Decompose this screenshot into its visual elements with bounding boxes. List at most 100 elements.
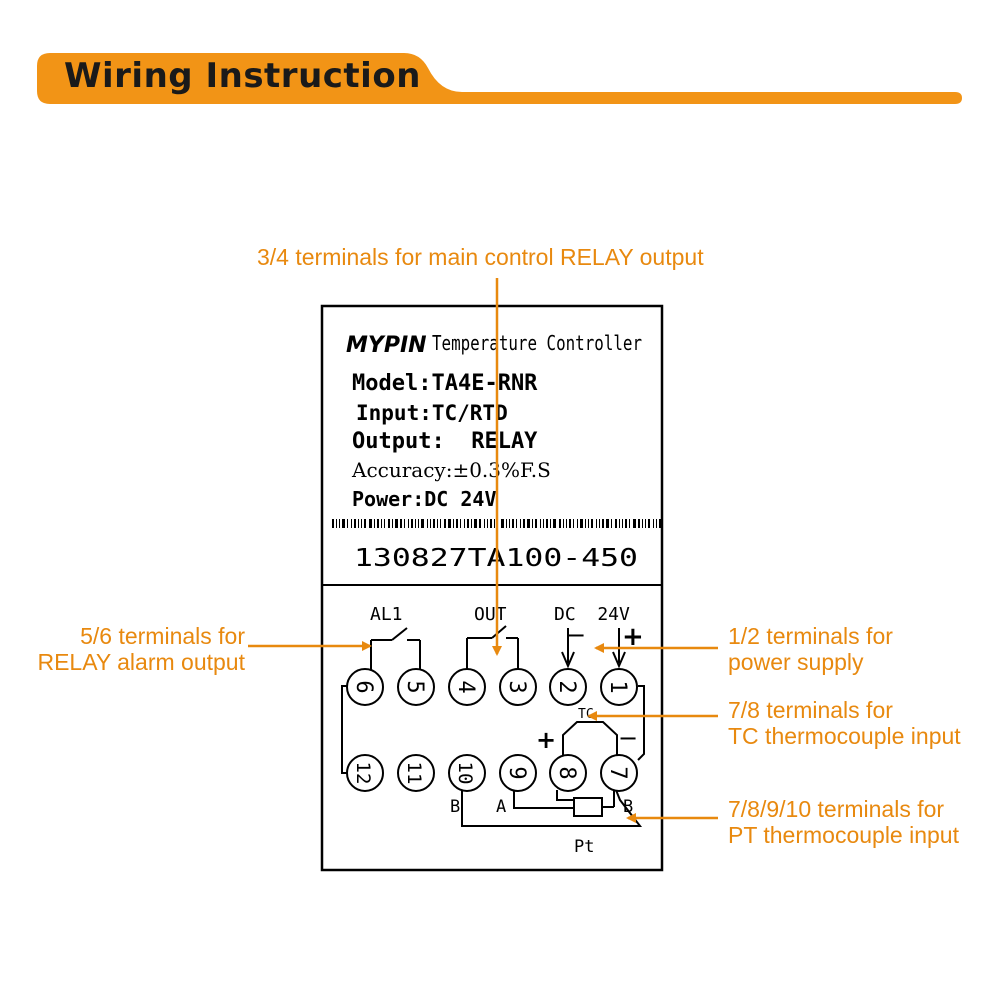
barcode-bar — [509, 519, 510, 528]
barcode-bar — [342, 519, 345, 528]
callout-lines — [248, 278, 718, 823]
barcode-bar — [591, 519, 593, 528]
barcode-bar — [645, 519, 646, 528]
barcode-bar — [361, 519, 362, 528]
barcode-bar — [427, 519, 428, 528]
barcode-bar — [494, 519, 495, 528]
barcode-bar — [490, 519, 492, 528]
barcode-bar — [448, 519, 451, 528]
barcode-bar — [577, 519, 578, 528]
header-banner — [37, 53, 962, 104]
header-tab-shape — [37, 53, 962, 104]
barcode-bar — [421, 519, 424, 528]
barcode-bar — [566, 519, 567, 528]
barcode-bar — [523, 519, 525, 528]
barcode-bar — [585, 519, 586, 528]
side-loops — [341, 685, 645, 774]
barcode-bar — [596, 519, 597, 528]
barcode-bar — [354, 519, 356, 528]
barcode-bar — [437, 519, 438, 528]
terminal-label-8: 8 — [554, 766, 579, 779]
terminal-label-7: 7 — [605, 766, 630, 779]
barcode-bar — [580, 519, 583, 528]
barcode-bar — [629, 519, 630, 528]
barcode-bar — [550, 519, 551, 528]
barcode-bar — [456, 519, 458, 528]
terminal-label-4: 4 — [453, 680, 478, 693]
barcode-bar — [606, 519, 609, 528]
terminal-label-10: 10 — [454, 762, 476, 785]
barcode-bar — [484, 519, 485, 528]
barcode-bar — [384, 519, 385, 528]
barcode-bar — [653, 519, 654, 528]
power-text: Power:DC 24V — [352, 487, 497, 511]
terminal-1 — [600, 668, 638, 706]
barcode-bar — [638, 519, 640, 528]
barcode-bar — [444, 519, 446, 528]
barcode-bar — [487, 519, 488, 528]
barcode-bar — [615, 519, 617, 528]
barcode-bar — [520, 519, 521, 528]
pt-label-a: A — [496, 797, 506, 817]
tc-plus-sign: + — [536, 726, 556, 754]
terminal-9 — [499, 754, 537, 792]
callout-relay-output-text: 3/4 terminals for main control RELAY out… — [257, 244, 704, 270]
barcode-bar — [648, 519, 650, 528]
barcode-bar — [464, 519, 465, 528]
barcode-bar — [381, 519, 382, 528]
callout-alarm-line2: RELAY alarm output — [37, 649, 245, 675]
terminal-label-5: 5 — [402, 680, 427, 693]
barcode-bar — [611, 519, 612, 528]
barcode-bar — [415, 519, 416, 528]
barcode-bar — [460, 519, 461, 528]
callout-alarm-line1: 5/6 terminals for — [80, 623, 245, 649]
barcode-bar — [532, 519, 533, 528]
minus-sign: − — [566, 621, 586, 649]
callout-power-line1: 1/2 terminals for — [728, 623, 893, 649]
callout-tc-line1: 7/8 terminals for — [728, 697, 893, 723]
barcode-bar — [559, 519, 561, 528]
terminal-8 — [549, 754, 587, 792]
barcode-bar — [563, 519, 564, 528]
al1-label: AL1 — [370, 604, 403, 625]
product-name: Temperature Controller — [432, 331, 642, 355]
accuracy-text: Accuracy:±0.3%F.S — [351, 458, 551, 482]
barcode-bar — [453, 519, 454, 528]
barcode-bar — [433, 519, 435, 528]
barcode-bar — [347, 519, 348, 528]
barcode-bar — [512, 519, 514, 528]
barcode-bar — [569, 519, 571, 528]
barcode-bar — [377, 519, 379, 528]
barcode-bar — [430, 519, 431, 528]
barcode-bar — [369, 519, 372, 528]
barcode-bar — [400, 519, 402, 528]
barcode-bar — [471, 519, 472, 528]
terminal-label-12: 12 — [352, 762, 374, 785]
terminal-11 — [397, 754, 435, 792]
tc-wiring — [562, 721, 618, 758]
barcode-bar — [467, 519, 469, 528]
barcode-bar — [656, 519, 657, 528]
terminal-3 — [499, 668, 537, 706]
callout-tc-line2: TC thermocouple input — [728, 723, 961, 749]
barcode-bar — [395, 519, 398, 528]
tc-minus-sign: − — [618, 724, 638, 752]
pt-label: Pt — [574, 837, 594, 857]
barcode-bar — [535, 519, 537, 528]
barcode-bar — [506, 519, 507, 528]
terminal-label-6: 6 — [351, 680, 376, 693]
terminal-label-3: 3 — [504, 680, 529, 693]
input-text: Input:TC/RTD — [356, 401, 508, 425]
barcode-bar — [374, 519, 375, 528]
barcode-bar — [411, 519, 413, 528]
page-title: Wiring Instruction — [64, 56, 421, 96]
barcode-bar — [622, 519, 623, 528]
plus-sign: + — [622, 622, 644, 652]
callout-pt: 7/8/9/10 terminals for PT thermocouple i… — [728, 796, 959, 848]
barcode-bar — [546, 519, 548, 528]
terminal-7 — [600, 754, 638, 792]
terminal-5 — [397, 668, 435, 706]
